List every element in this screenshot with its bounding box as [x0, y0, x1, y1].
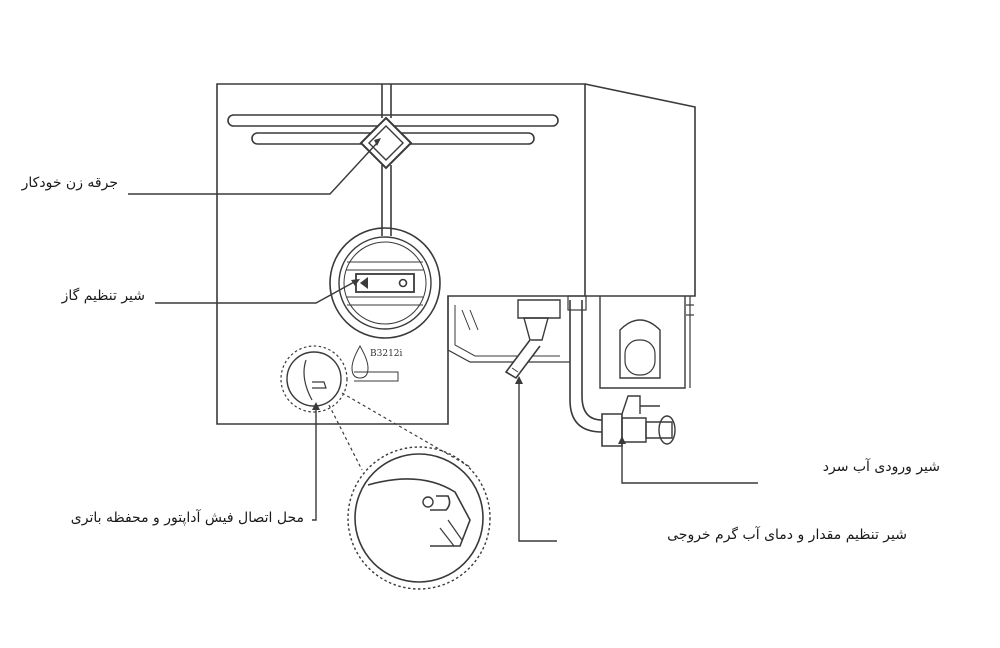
leader-battery: [312, 408, 317, 521]
hot-water-tap: [504, 299, 561, 380]
magnifier-detail: [328, 392, 491, 590]
leader-cold-water: [621, 440, 758, 484]
arrow-tips: [312, 138, 626, 444]
label-cold-water-inlet: شیر ورودی آب سرد: [822, 459, 940, 475]
leader-hot-water: [518, 380, 557, 542]
model-number: B3212i: [370, 349, 403, 359]
cold-water-pipe: [567, 295, 676, 447]
label-adapter-battery: محل اتصال فیش آداپتور و محفظه باتری: [70, 510, 304, 526]
bottom-plumbing: [447, 295, 694, 447]
battery-compartment: [280, 345, 348, 413]
igniter-diamond: [359, 116, 413, 170]
gas-knob: [329, 227, 441, 339]
leader-gas-valve: [155, 280, 357, 304]
brand-logo: [351, 344, 399, 382]
label-gas-valve: شیر تنظیم گاز: [61, 288, 145, 304]
leader-igniter: [128, 142, 378, 195]
heater-body: [216, 83, 696, 425]
label-hot-water-outlet: شیر تنظیم مقدار و دمای آب گرم خروجی: [667, 527, 907, 543]
side-panel: [584, 83, 696, 297]
leader-lines: [128, 142, 758, 542]
label-igniter: جرقه زن خودکار: [21, 175, 118, 191]
